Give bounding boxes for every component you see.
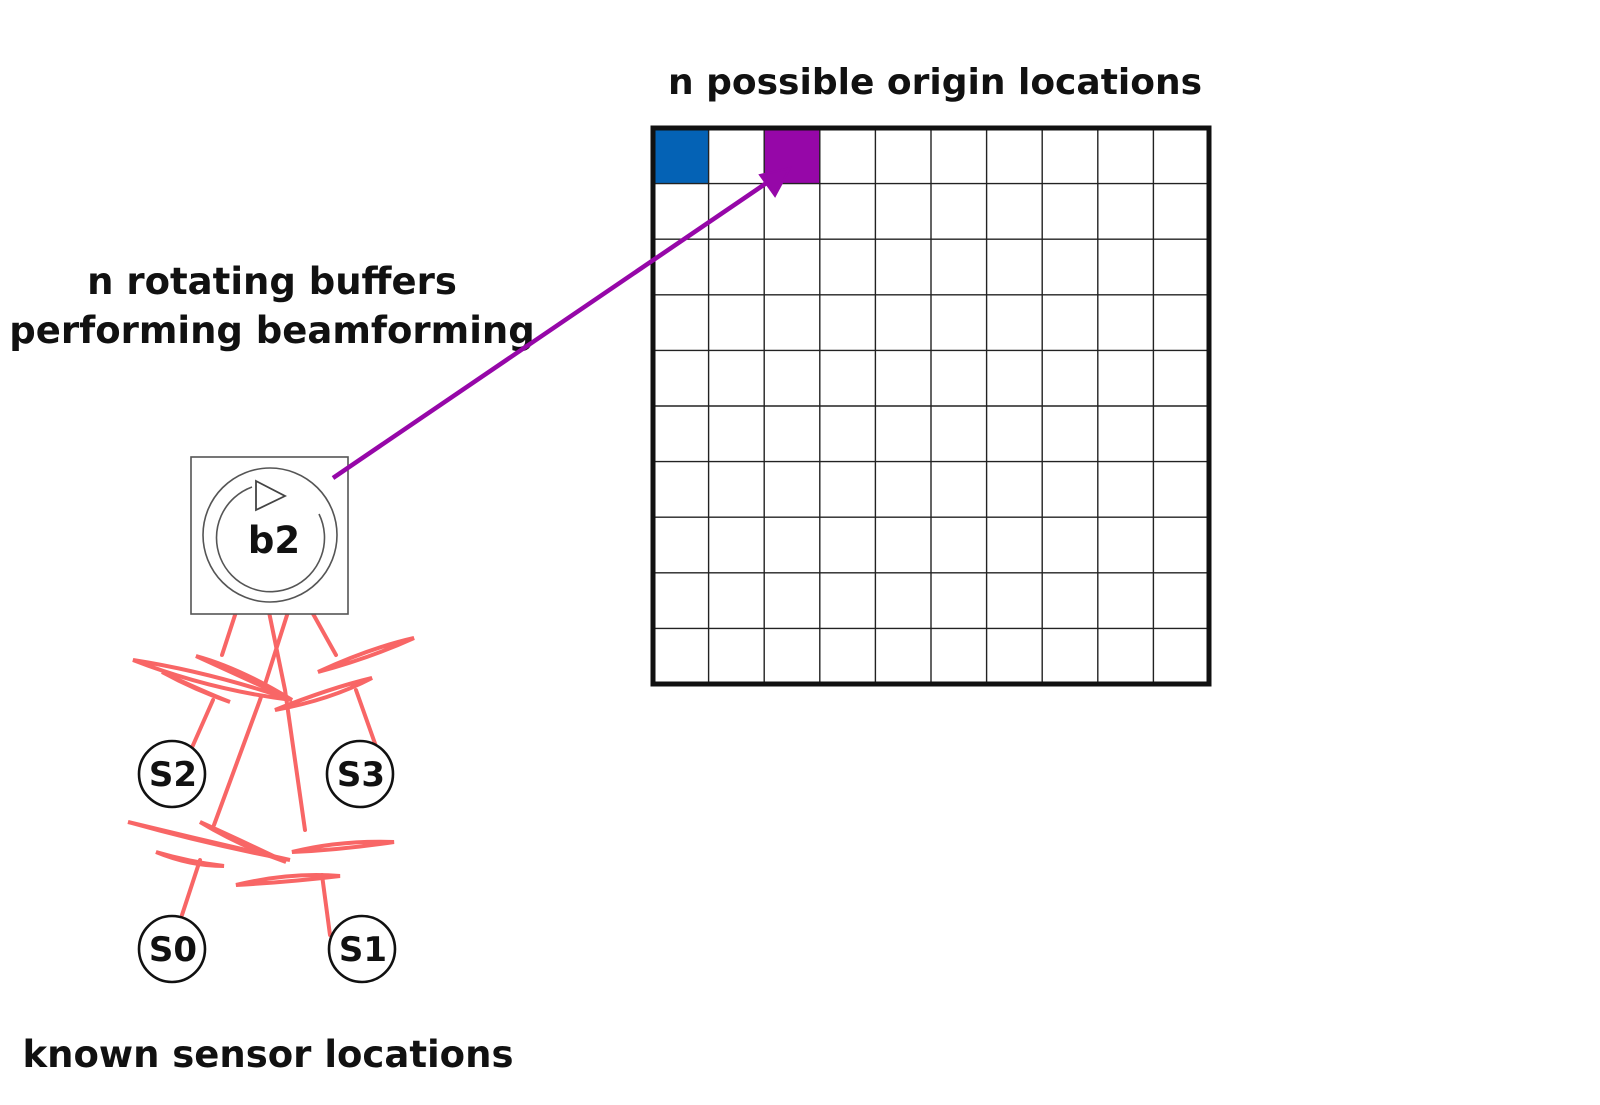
wire-buffer-a	[220, 610, 238, 657]
play-icon	[255, 479, 288, 512]
sensor-s1: S1	[327, 914, 397, 984]
buffer-title-line2: performing beamforming	[9, 309, 534, 352]
sensor-label: S3	[337, 755, 385, 795]
bundle-lower-1	[127, 820, 291, 862]
sensor-title: known sensor locations	[23, 1033, 514, 1076]
highlighted-cell-1	[653, 128, 709, 184]
sensor-wiring	[127, 610, 415, 937]
sensor-s0: S0	[137, 914, 207, 984]
rotating-buffer: b2	[190, 456, 349, 615]
bundle-upper-5	[161, 670, 231, 704]
buffer-label: b2	[248, 519, 300, 562]
sensor-s3: S3	[325, 739, 395, 809]
sensor-label: S0	[149, 930, 197, 970]
wire-buffer-b	[212, 610, 290, 827]
bundle-lower-4	[235, 873, 341, 887]
bundle-upper-3	[317, 636, 415, 674]
sensor-label: S1	[339, 930, 387, 970]
wire-s0-up	[180, 858, 202, 917]
origin-grid	[650, 125, 1212, 687]
wire-s2-up	[188, 698, 215, 754]
sensor-s2: S2	[137, 739, 207, 809]
grid-title: n possible origin locations	[668, 62, 1202, 103]
wire-buffer-c	[267, 610, 307, 832]
wire-s3-up	[354, 688, 380, 754]
buffer-title-line1: n rotating buffers	[87, 260, 457, 303]
rotate-arrow-icon	[215, 486, 326, 593]
arrow-head-icon	[758, 166, 792, 198]
grid-border	[650, 125, 1212, 687]
buffer-outer-ring	[202, 467, 338, 603]
bundle-lower-5	[155, 850, 225, 868]
beam-arrow	[331, 166, 792, 480]
wire-buffer-d	[310, 610, 338, 657]
bundle-upper-2	[195, 654, 294, 702]
bundle-lower-3	[291, 839, 395, 854]
bundle-lower-2	[198, 820, 287, 864]
wire-s1-up	[320, 873, 332, 937]
sensor-label: S2	[149, 755, 197, 795]
bundle-upper-4	[274, 676, 373, 712]
